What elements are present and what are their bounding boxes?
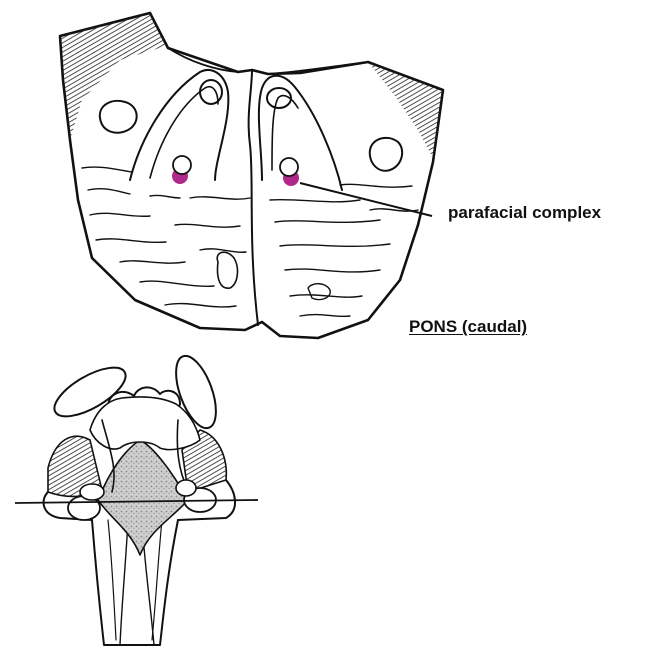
pons-level-title: PONS (caudal)	[409, 317, 527, 337]
right-parafacial-outline	[280, 158, 298, 176]
parafacial-complex-label: parafacial complex	[448, 203, 601, 223]
right-level-oval	[176, 480, 196, 496]
left-level-oval	[80, 484, 104, 500]
left-parafacial-outline	[173, 156, 191, 174]
brainstem-dorsal-view	[44, 351, 236, 645]
pons-cross-section	[60, 13, 443, 338]
